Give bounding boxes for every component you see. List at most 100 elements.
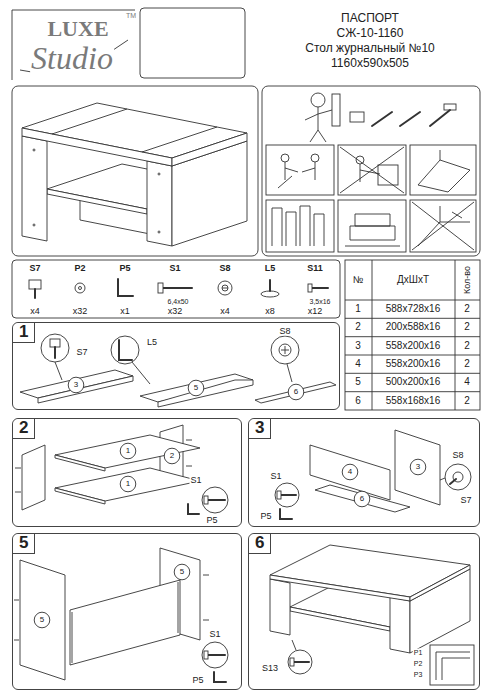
callout-number: 2 (169, 452, 175, 460)
callout-circle (342, 464, 358, 480)
header-text: TM (125, 12, 137, 19)
callout-circle (164, 448, 180, 464)
callout-circles (34, 377, 426, 628)
callout-number: 6 (293, 388, 299, 396)
part-label: P5 (191, 676, 204, 685)
part-label: S1 (269, 472, 282, 481)
fitting-count: x1 (119, 307, 131, 316)
callout-circle (174, 564, 190, 580)
step-number: 6 (249, 534, 271, 554)
part-label: S1 (189, 476, 202, 485)
fitting-count: x12 (307, 307, 324, 316)
table-cell: 2 (463, 304, 471, 314)
table-cell: 2 (463, 322, 471, 332)
header-text: 1160x590x505 (330, 57, 410, 69)
part-label: P5 (259, 512, 272, 521)
table-cell: 2 (354, 322, 362, 332)
callout-circle (120, 443, 136, 459)
overview-frame (12, 86, 258, 256)
table-cell: 5 (354, 377, 362, 387)
table-cell: 2 (463, 396, 471, 406)
table-cell: 4 (463, 377, 471, 387)
fitting-code: S1 (168, 264, 181, 273)
table-cell: 588x728x16 (385, 304, 442, 314)
table-cell: 2 (463, 341, 471, 351)
callout-number: 5 (179, 568, 185, 576)
table-overview (22, 103, 247, 246)
fitting-count: x4 (29, 307, 41, 316)
step-panel: 5 (12, 533, 242, 690)
callout-number: 1 (125, 480, 131, 488)
callout-circle (68, 377, 84, 393)
table-cell: 2 (463, 359, 471, 369)
callout-circle (34, 612, 50, 628)
fittings-frame (12, 260, 340, 318)
part-label: S13 (261, 664, 279, 673)
header-text: Стол журнальный №10 (304, 42, 436, 54)
icons-frame (262, 86, 480, 256)
fitting-code: S7 (28, 264, 41, 273)
table-cell: 1 (354, 304, 362, 314)
part-label: P3 (413, 671, 424, 678)
step-number: 3 (249, 419, 271, 439)
table-cell: № (352, 275, 365, 285)
part-label: P1 (413, 649, 424, 656)
tool-icons (266, 93, 476, 252)
fitting-count: x32 (167, 307, 184, 316)
header-text: Studio (30, 42, 114, 74)
step-panel: 2 (12, 418, 242, 527)
callout-number: 4 (347, 468, 353, 476)
step5-drawing (14, 548, 228, 682)
part-label: S1 (208, 630, 221, 639)
fitting-count: x4 (219, 307, 231, 316)
callout-circle (410, 459, 426, 475)
step3-drawing (275, 430, 471, 519)
header-text: СЖ-10-1160 (336, 27, 405, 39)
callout-circle (288, 384, 304, 400)
part-label: P2 (413, 660, 424, 667)
empty-box (140, 8, 245, 78)
table-cell: 558x200x16 (385, 359, 442, 369)
part-label: S8 (278, 327, 291, 336)
part-label: L5 (146, 338, 158, 347)
step-number: 2 (13, 419, 35, 439)
table-cell: Кол-во (463, 265, 472, 295)
table-cell: 558x200x16 (385, 341, 442, 351)
fitting-size: 6,4x50 (166, 298, 189, 305)
part-label: P5 (205, 516, 218, 525)
fittings-icons (29, 279, 328, 298)
callout-number: 6 (359, 495, 365, 503)
header-text: LUXE (46, 18, 109, 40)
header-text: ПАСПОРТ (340, 12, 400, 24)
step-panel: 6 (248, 533, 480, 690)
fitting-count: x32 (72, 307, 89, 316)
part-label: S7 (75, 348, 88, 357)
step-number: 1 (13, 323, 35, 343)
fitting-code: L5 (264, 264, 277, 273)
table-cell: ДхШхТ (396, 275, 430, 285)
parts-table-grid (345, 260, 480, 410)
step-number: 5 (13, 534, 35, 554)
fitting-code: P2 (73, 264, 86, 273)
callout-number: 5 (193, 384, 199, 392)
fitting-size: 3,5x16 (308, 298, 331, 305)
table-cell: 6 (354, 396, 362, 406)
callout-number: 1 (125, 447, 131, 455)
logo-frame (12, 10, 135, 80)
fitting-code: S8 (218, 264, 231, 273)
callout-circle (120, 476, 136, 492)
fitting-code: P5 (118, 264, 131, 273)
table-cell: 200x588x16 (385, 322, 442, 332)
step-panel: 3 (248, 418, 480, 527)
callout-number: 3 (415, 463, 421, 471)
fitting-count: x8 (264, 307, 276, 316)
step6-drawing (270, 545, 474, 685)
table-cell: 558x168x16 (385, 396, 442, 406)
callout-circle (354, 491, 370, 507)
step2-drawing (15, 425, 228, 514)
part-label: S7 (459, 496, 472, 505)
callout-circle (188, 380, 204, 396)
fitting-code: S11 (306, 264, 324, 273)
callout-number: 3 (73, 381, 79, 389)
